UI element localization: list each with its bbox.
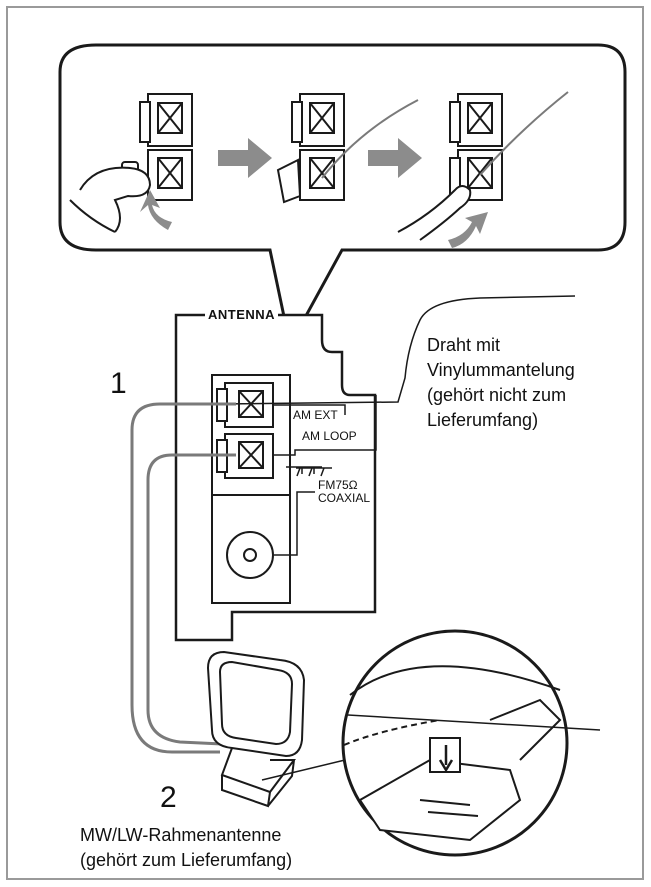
loop-antenna-note-line-1: MW/LW-Rahmenantenne xyxy=(80,825,282,845)
zoom-leader-line xyxy=(261,759,346,781)
am-loop-label: AM LOOP xyxy=(302,429,357,443)
step-1-number: 1 xyxy=(110,367,127,400)
zoom-detail xyxy=(341,629,601,857)
step-2-number: 2 xyxy=(160,781,177,814)
loop-wire-1 xyxy=(130,402,236,754)
vinyl-wire-note-line-4: Lieferumfang) xyxy=(427,410,539,430)
wire-c xyxy=(479,91,569,176)
arrow-right-icon xyxy=(218,138,272,178)
figure-frame xyxy=(6,6,644,880)
fm-75-label: FM75Ω xyxy=(318,478,358,492)
arrow-right-icon xyxy=(368,138,422,178)
vinyl-wire-note-line-1: Draht mit xyxy=(427,335,501,355)
arrow-down-icon xyxy=(438,745,454,773)
loop-antenna xyxy=(206,650,306,808)
curved-arrow-up-icon xyxy=(140,190,172,230)
am-ext-label: AM EXT xyxy=(293,408,338,422)
vinyl-wire-note-line-3: (gehört nicht zum xyxy=(427,385,567,405)
loop-wire-2 xyxy=(146,453,236,746)
wire-b xyxy=(321,99,419,179)
vinyl-wire-note-line-2: Vinylummantelung xyxy=(427,360,575,380)
coaxial-label: COAXIAL xyxy=(318,491,371,505)
curved-arrow-up-icon xyxy=(448,212,488,248)
terminal-step-press xyxy=(69,93,193,233)
terminal-step-insert xyxy=(276,93,345,204)
antenna-panel-title: ANTENNA xyxy=(205,307,279,322)
loop-antenna-note-line-2: (gehört zum Lieferumfang) xyxy=(80,850,293,870)
terminal-block xyxy=(211,374,291,604)
terminal-leader-lines xyxy=(273,395,377,556)
ground-icon xyxy=(296,467,332,477)
vinyl-wire xyxy=(219,295,576,405)
